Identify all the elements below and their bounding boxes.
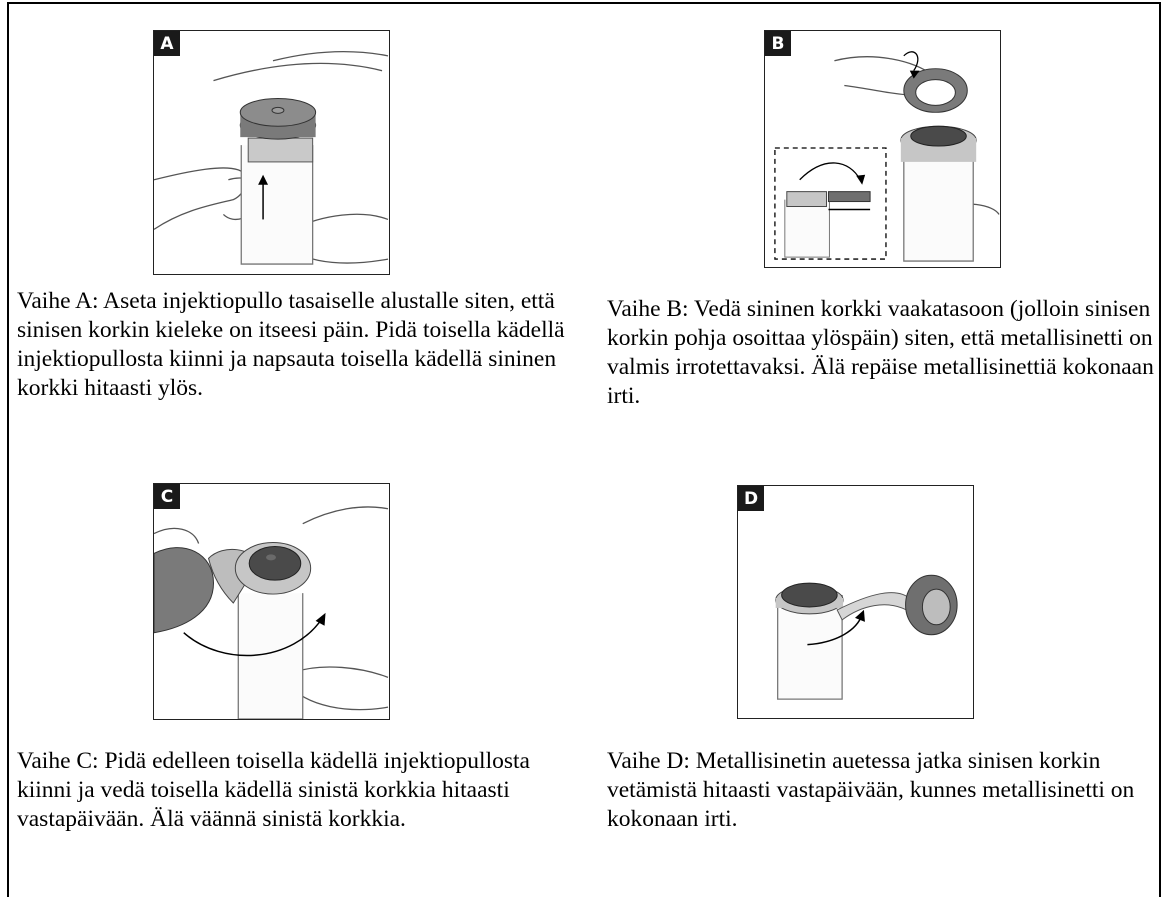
vial-cap-twist-illustration bbox=[154, 484, 389, 719]
step-a-caption: Vaihe A: Aseta injektiopullo tasaiselle … bbox=[17, 287, 567, 403]
metal-seal-removed-illustration bbox=[738, 486, 973, 718]
step-d-badge: D bbox=[738, 486, 764, 511]
illustration-step-a: A bbox=[153, 30, 390, 275]
step-d-caption: Vaihe D: Metallisinetin auetessa jatka s… bbox=[607, 747, 1157, 834]
step-a-badge: A bbox=[154, 31, 180, 56]
step-c-badge: C bbox=[154, 484, 180, 509]
illustration-step-c: C bbox=[153, 483, 390, 720]
vial-cap-flip-illustration bbox=[154, 31, 389, 274]
step-b-badge: B bbox=[765, 31, 791, 56]
illustration-step-d: D bbox=[737, 485, 974, 719]
illustration-step-b: B bbox=[764, 30, 1001, 268]
step-c-caption: Vaihe C: Pidä edelleen toisella kädellä … bbox=[17, 747, 567, 834]
step-b-caption: Vaihe B: Vedä sininen korkki vaakatasoon… bbox=[607, 295, 1157, 411]
vial-cap-horizontal-illustration bbox=[765, 31, 1000, 267]
